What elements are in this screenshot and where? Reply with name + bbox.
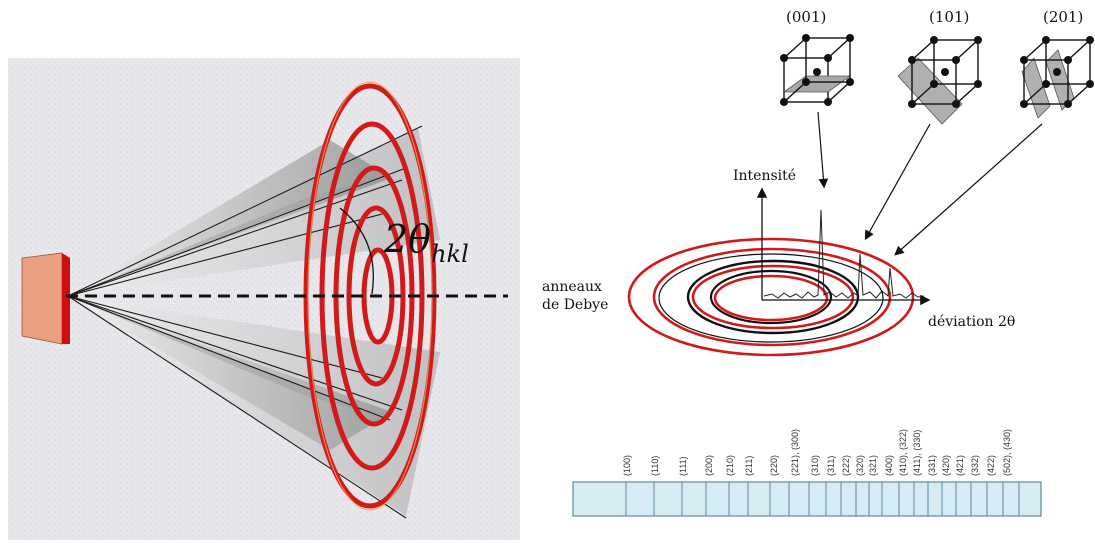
debye-cone-panel: 2θhkl	[8, 58, 520, 540]
diffraction-spectrum	[763, 209, 925, 299]
hkl-index-label: (420)	[941, 455, 951, 476]
hkl-index-label: (221), (300)	[790, 429, 800, 476]
hkl-index-label: (110)	[650, 456, 660, 476]
hkl-index-label: (320)	[855, 455, 865, 476]
debye-rings-perspective	[627, 237, 915, 357]
plane-label-201: (201)	[1043, 8, 1083, 26]
angle-arc	[339, 207, 374, 295]
rings-label-line2: de Debye	[542, 297, 608, 313]
hkl-index-label: (410), (322)	[898, 429, 908, 476]
hkl-index-label: (211)	[744, 456, 754, 476]
deviation-label: déviation 2θ	[928, 314, 1015, 330]
inner-cone-lower	[68, 296, 392, 450]
crystal-planes-panel: (001) (101) (201)	[542, 8, 1094, 357]
hkl-index-label: (332)	[970, 455, 980, 476]
strip-box	[572, 481, 1042, 517]
angle-label: 2θhkl	[383, 217, 469, 268]
hkl-index-label: (400)	[884, 455, 894, 476]
outer-cone-lower	[68, 296, 440, 516]
hkl-index-label: (422)	[986, 455, 996, 476]
plane-arrows	[817, 111, 1043, 256]
hkl-index-label: (220)	[769, 455, 779, 476]
hkl-index-label: (111)	[678, 456, 688, 476]
hkl-index-strip: (100) (110) (111) (200) (210) (211) (220) (221)…	[572, 429, 1042, 517]
hkl-index-label: (100)	[622, 455, 632, 476]
plane-label-101: (101)	[929, 8, 969, 26]
hkl-index-label: (210)	[725, 455, 735, 476]
hkl-index-label: (310)	[810, 455, 820, 476]
hkl-index-label: (331)	[927, 455, 937, 476]
hkl-index-label: (321)	[868, 455, 878, 476]
hkl-index-label: (311)	[826, 456, 836, 476]
intensity-label: Intensité	[733, 168, 796, 184]
hkl-index-label: (200)	[704, 455, 714, 476]
hkl-index-label: (411), (330)	[912, 430, 922, 476]
cube-001-icon	[780, 34, 854, 106]
rings-label-line1: anneaux	[542, 279, 602, 295]
hkl-index-label: (421)	[955, 455, 965, 476]
detector-edge	[62, 253, 70, 344]
hkl-index-label: (502), (430)	[1002, 429, 1012, 476]
cone-edges	[67, 125, 423, 519]
strip-dividers	[625, 482, 1020, 516]
cube-101-icon	[897, 36, 982, 125]
strip-labels: (100) (110) (111) (200) (210) (211) (220) (221)…	[622, 429, 1012, 476]
plane-label-001: (001)	[786, 8, 826, 26]
detector-face	[21, 252, 63, 345]
hkl-index-label: (222)	[841, 455, 851, 476]
cube-201-icon	[1020, 36, 1094, 119]
